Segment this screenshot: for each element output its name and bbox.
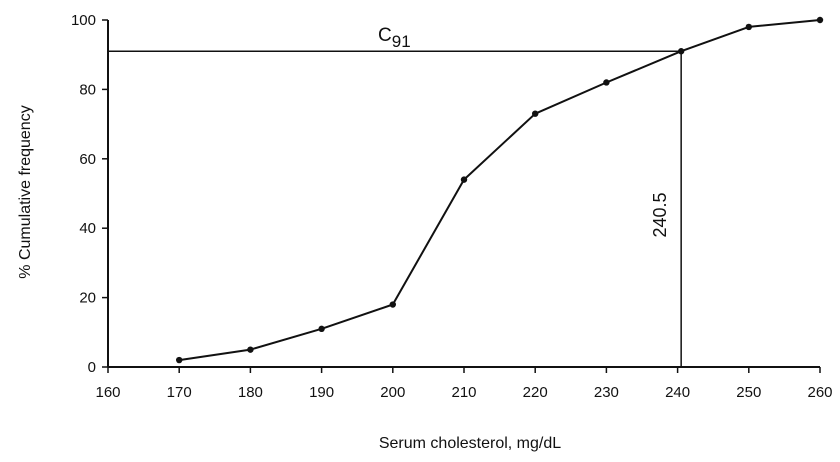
x-tick-label: 160: [95, 384, 120, 401]
x-tick-label: 260: [807, 384, 832, 401]
y-axis-ticks: 0 20 40 60 80 100: [71, 12, 108, 376]
data-point: [389, 301, 396, 308]
data-point: [677, 48, 685, 55]
y-tick-label: 80: [79, 81, 96, 98]
series-group: [176, 16, 824, 364]
axes: [107, 20, 820, 368]
x-axis-ticks: 160 170 180 190 200 210 220 230 240 250 260: [95, 367, 833, 401]
x-axis-label: Serum cholesterol, mg/dL: [379, 435, 561, 452]
x-tick-label: 240: [665, 384, 690, 401]
series-line: [179, 19, 821, 362]
y-tick-label: 100: [71, 12, 96, 29]
x-tick-label: 200: [380, 384, 405, 401]
percentile-guide-lines: [108, 50, 682, 367]
x-tick-label: 220: [523, 384, 548, 401]
y-tick-label: 60: [79, 151, 96, 168]
percentile-label-sub: 91: [392, 32, 411, 51]
x-tick-label: 210: [451, 384, 476, 401]
y-axis-label: % Cumulative frequency: [17, 105, 34, 278]
y-tick-label: 0: [88, 359, 96, 376]
data-point: [176, 356, 183, 364]
data-point: [745, 23, 752, 31]
x-tick-label: 230: [594, 384, 619, 401]
x-tick-label: 180: [238, 384, 263, 401]
data-point: [318, 325, 325, 333]
data-point: [532, 110, 539, 117]
x-tick-label: 250: [736, 384, 761, 401]
percentile-label-main: C: [378, 25, 392, 46]
x-tick-label: 170: [167, 384, 192, 401]
data-point: [816, 16, 824, 24]
y-tick-label: 40: [79, 220, 96, 237]
y-tick-label: 20: [79, 290, 96, 307]
x-tick-label: 190: [309, 384, 334, 401]
data-point: [247, 346, 254, 353]
value-label: 240.5: [650, 192, 670, 237]
data-point: [460, 176, 468, 183]
data-point: [603, 79, 610, 86]
percentile-label: C91: [378, 25, 411, 51]
